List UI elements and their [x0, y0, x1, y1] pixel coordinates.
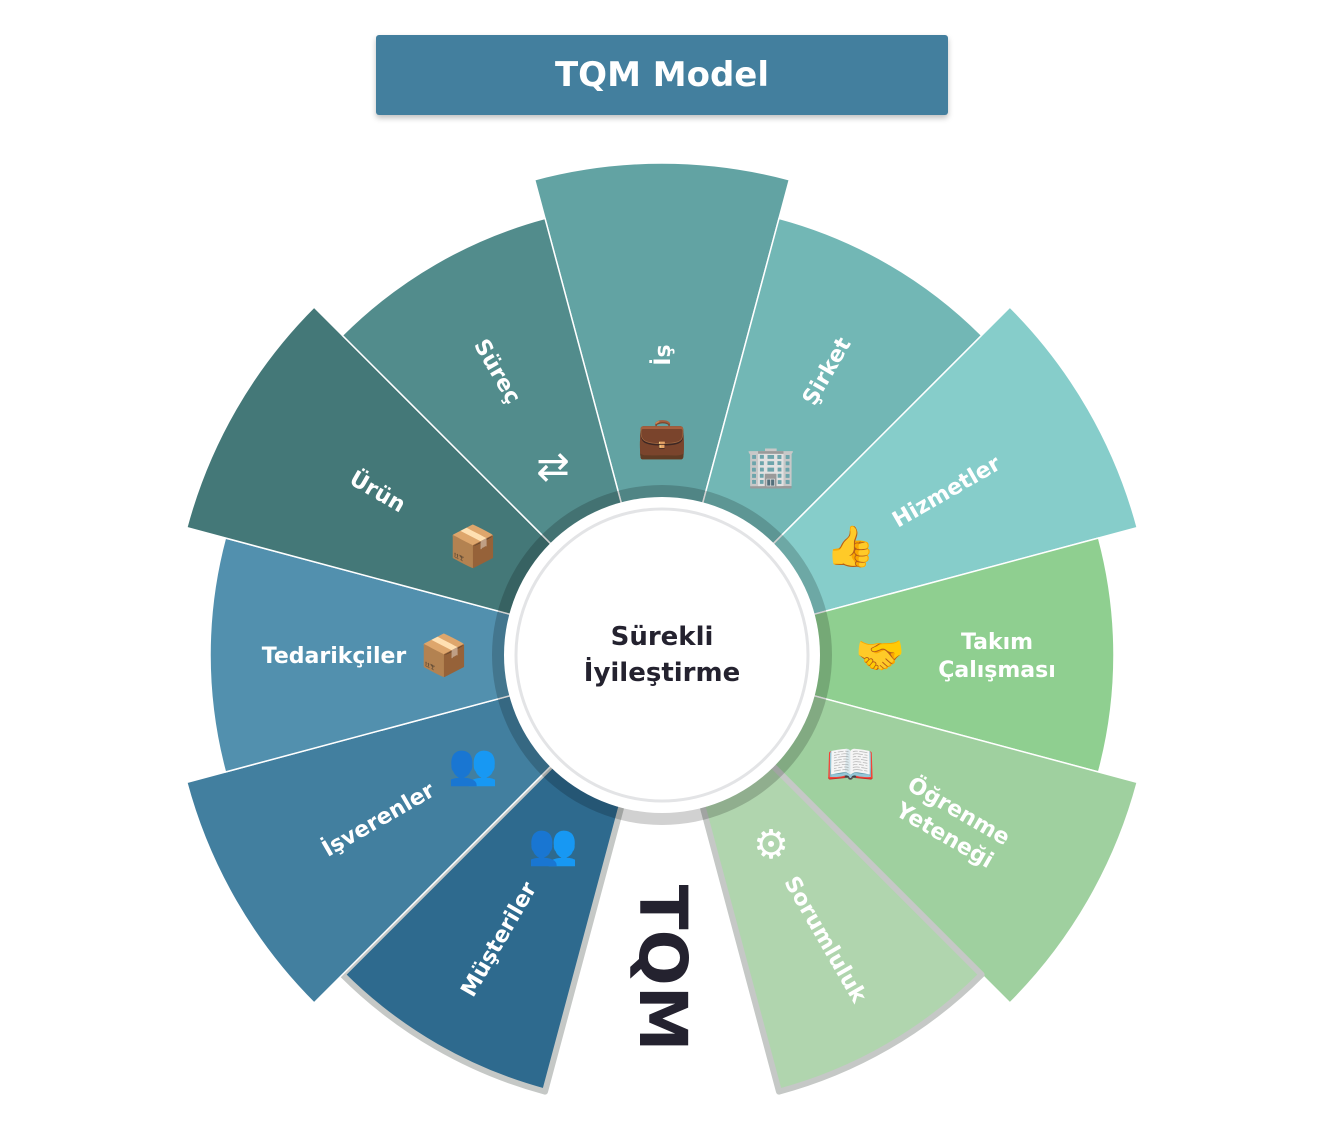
- segment-11: ⇄Süreç: [341, 217, 624, 550]
- title-banner: TQM Model: [376, 35, 948, 115]
- segment-8: 👥İşverenler: [186, 693, 557, 1004]
- segment-label: Tedarikçiler: [262, 644, 407, 669]
- center-inner-ring: [514, 507, 810, 803]
- process-flow-icon: ⇄: [536, 444, 570, 490]
- box-icon: 📦: [448, 523, 498, 570]
- tqm-gap-label: TQM: [624, 885, 701, 1052]
- hands-gear-icon: ⚙: [753, 822, 789, 868]
- segment-10: 📦Ürün: [186, 306, 557, 617]
- building-icon: 🏢: [746, 444, 796, 490]
- segment-label-line: Takım: [961, 630, 1033, 655]
- segment-9: 📦 Tedarikçiler: [209, 537, 518, 773]
- briefcase-icon: 💼: [637, 415, 687, 461]
- center-text-line2: İyileştirme: [584, 656, 740, 688]
- reader-icon: 📖: [826, 742, 876, 788]
- segment-6: ⚙Sorumluluk: [697, 758, 985, 1095]
- title-text: TQM Model: [554, 55, 769, 95]
- segment-1: 💼 İş: [533, 162, 791, 511]
- thumbs-up-stars-icon: 👍: [826, 523, 876, 570]
- people-group-icon: 👥: [528, 822, 578, 868]
- employers-icon: 👥: [448, 742, 498, 788]
- center-text-line1: Sürekli: [611, 622, 714, 652]
- handshake-icon: 🤝: [855, 633, 905, 679]
- tqm-gap-wedge: [540, 799, 784, 1125]
- segment-3: 👍Hizmetler: [767, 306, 1138, 617]
- segment-label: İş: [650, 344, 676, 365]
- segment-5: 📖ÖğrenmeYeteneği: [767, 693, 1138, 1004]
- segment-2: 🏢Şirket: [700, 217, 983, 550]
- center-circle: [504, 497, 820, 813]
- segment-label-line: Çalışması: [938, 658, 1056, 683]
- hand-box-icon: 📦: [419, 632, 469, 679]
